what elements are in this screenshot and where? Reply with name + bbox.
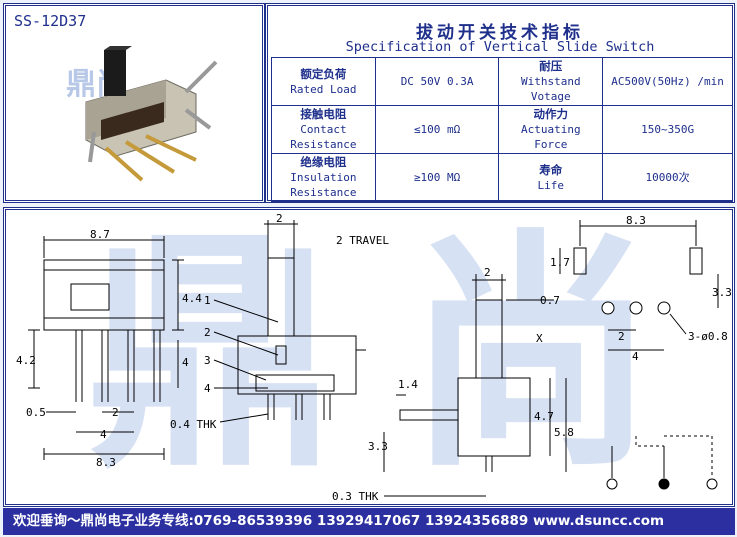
dim-4-7: 4.7 bbox=[534, 410, 554, 423]
dim-2-bottom: 2 bbox=[112, 406, 119, 419]
dim-1-7: 1.7 bbox=[550, 256, 570, 269]
label-4: 4 bbox=[204, 382, 211, 395]
dim-holes: 3-ø0.8 bbox=[688, 330, 728, 343]
dim-thk-0-3: 0.3 THK bbox=[332, 490, 379, 503]
dim-4-4: 4.4 bbox=[182, 292, 202, 305]
dim-8-3-right: 8.3 bbox=[626, 214, 646, 227]
label-3: 3 bbox=[204, 354, 211, 367]
label-1: 1 bbox=[204, 294, 211, 307]
spec-title-en: Specification of Vertical Slide Switch bbox=[345, 39, 655, 55]
dim-0-7: 0.7 bbox=[540, 294, 560, 307]
dim-8-3-bottom: 8.3 bbox=[96, 456, 116, 469]
spec-value: AC500V(50Hz) /min bbox=[602, 57, 733, 106]
dim-0-5: 0.5 bbox=[26, 406, 46, 419]
watermark-shang: 尚 bbox=[406, 209, 656, 500]
contact-footer: 欢迎垂询～鼎尚电子业务专线:0769-86539396 13929417067 … bbox=[3, 508, 735, 535]
dim-4-bottom: 4 bbox=[100, 428, 107, 441]
dim-1-4: 1.4 bbox=[398, 378, 418, 391]
dim-4-left: 4 bbox=[182, 356, 189, 369]
spec-value: ≤100 mΩ bbox=[374, 105, 500, 154]
spec-value: DC 50V 0.3A bbox=[374, 57, 500, 106]
dim-4-right: 4 bbox=[632, 350, 639, 363]
label-2: 2 bbox=[204, 326, 211, 339]
dim-8-7: 8.7 bbox=[90, 228, 110, 241]
dim-thk-0-4: 0.4 THK bbox=[170, 418, 217, 431]
technical-drawing: 鼎 尚 bbox=[3, 207, 735, 507]
dim-2-right: 2 bbox=[618, 330, 625, 343]
spec-value: 10000次 bbox=[602, 153, 733, 202]
dim-3-3-mid: 3.3 bbox=[368, 440, 388, 453]
model-number: SS-12D37 bbox=[14, 12, 87, 30]
dim-2-mid: 2 bbox=[484, 266, 491, 279]
dim-travel: 2 TRAVEL bbox=[336, 234, 389, 247]
model-panel: SS-12D37 鼎尚 bbox=[3, 3, 265, 203]
spec-panel: 拔动开关技术指标 Specification of Vertical Slide… bbox=[265, 3, 735, 203]
dim-5-8: 5.8 bbox=[554, 426, 574, 439]
spec-title-cn: 拔动开关技术指标 bbox=[416, 23, 584, 43]
dim-2-top: 2 bbox=[276, 212, 283, 225]
dim-4-2: 4.2 bbox=[16, 354, 36, 367]
dim-3-3-right: 3.3 bbox=[712, 286, 732, 299]
product-photo: 鼎尚 bbox=[66, 46, 218, 182]
dim-x: X bbox=[536, 332, 543, 345]
spec-value: ≥100 MΩ bbox=[374, 153, 500, 202]
drawing-canvas: 2 2 TRAVEL 8.7 4.4 4.2 4 0.5 2 4 8.3 0.4… bbox=[16, 212, 732, 503]
spec-value: 150~350G bbox=[602, 105, 733, 154]
